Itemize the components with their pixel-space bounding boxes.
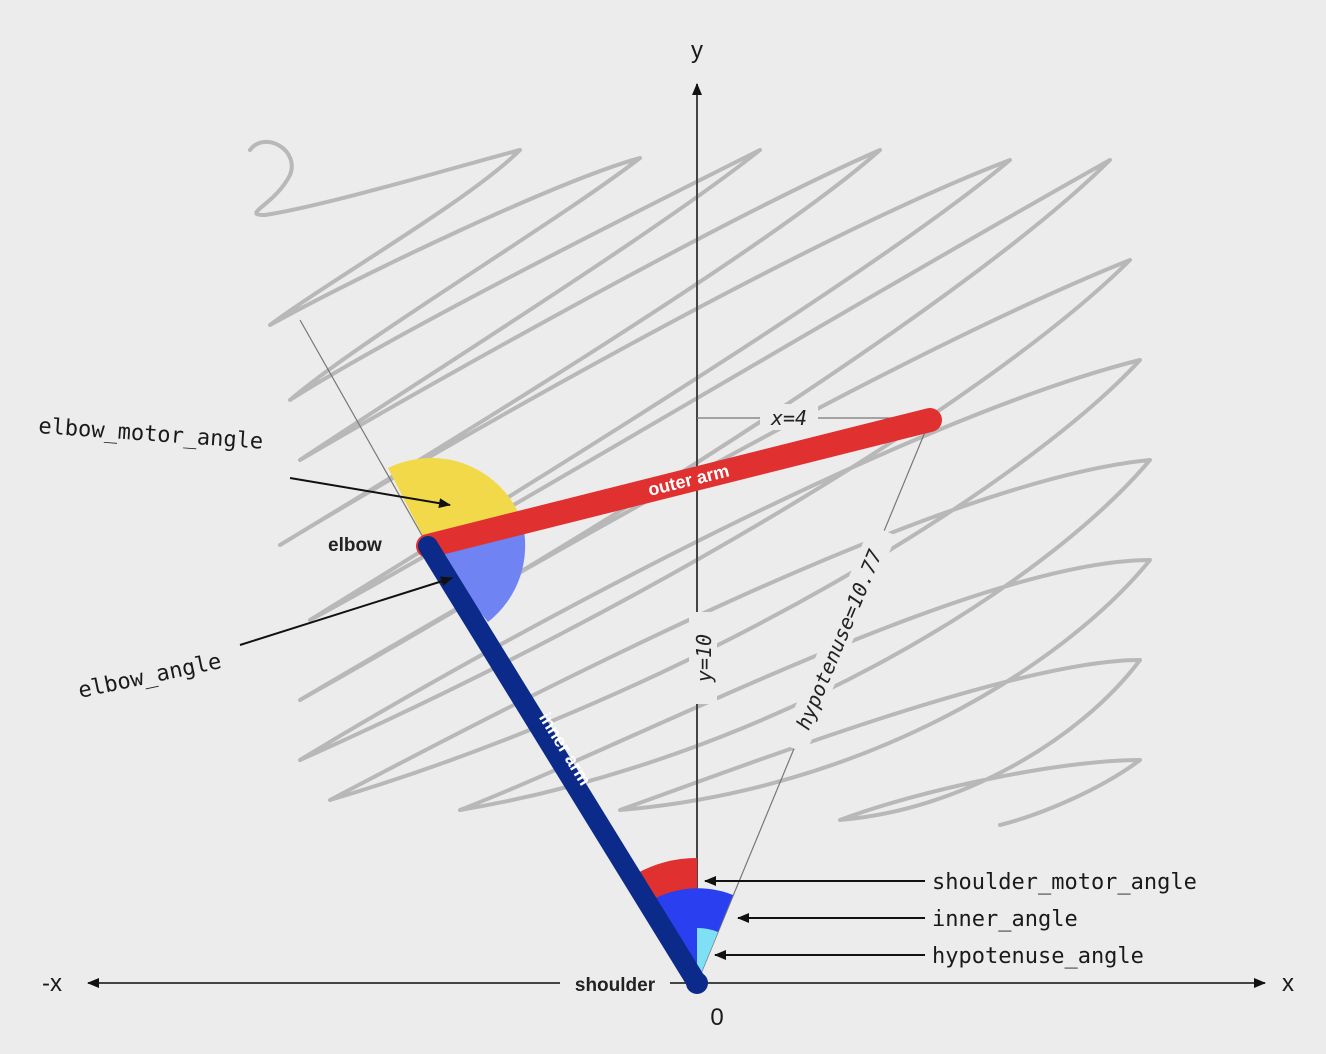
elbow-extension-line (299, 319, 429, 547)
y-axis-label: y (691, 37, 703, 64)
elbow-motor-angle-label: elbow_motor_angle (38, 414, 264, 455)
shoulder-motor-angle-label: shoulder_motor_angle (932, 870, 1197, 895)
elbow-angle-arrow (239, 576, 453, 646)
inner-arm (418, 536, 707, 993)
shoulder-joint (686, 972, 708, 994)
svg-text:y=10: y=10 (692, 634, 716, 683)
svg-text:hypotenuse=10.77: hypotenuse=10.77 (791, 546, 887, 733)
x-axis-label: x (1282, 970, 1294, 997)
elbow-motor-angle-arrow (289, 477, 451, 509)
elbow-angle-label: elbow_angle (76, 649, 224, 704)
svg-text:shoulder: shoulder (575, 975, 656, 996)
y-dimension-label: y=10 (689, 612, 717, 704)
x-dimension-label: x=4 (760, 404, 818, 430)
inner-angle-label: inner_angle (932, 907, 1078, 932)
outer-arm (416, 408, 942, 558)
elbow-label: elbow (328, 535, 382, 556)
hypotenuse-angle-sector (697, 927, 718, 983)
origin-label: 0 (710, 1004, 723, 1031)
workspace-scribble (248, 139, 1152, 827)
shoulder-label: shoulder (560, 970, 670, 996)
hypotenuse-angle-label: hypotenuse_angle (932, 944, 1144, 969)
neg-x-axis-label: -x (42, 970, 62, 997)
svg-text:x=4: x=4 (770, 406, 807, 430)
inner-angle-sector (652, 888, 733, 983)
